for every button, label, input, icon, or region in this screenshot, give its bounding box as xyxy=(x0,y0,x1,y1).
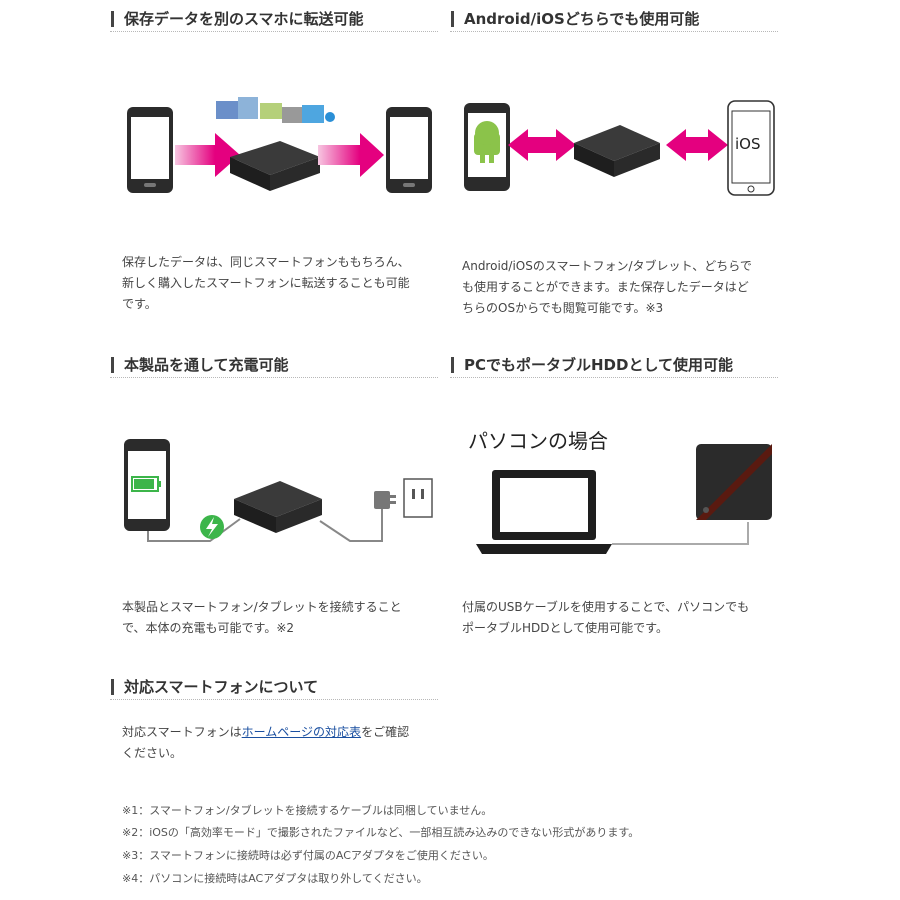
media-files-icon xyxy=(216,97,335,123)
pc-caption: パソコンの場合 xyxy=(468,429,608,453)
cable xyxy=(147,518,241,542)
phone-icon xyxy=(386,107,432,193)
transfer-illustration xyxy=(127,97,432,193)
footnote: ※4：パソコンに接続時はACアダプタは取り外してください。 xyxy=(122,872,428,885)
wall-outlet-icon xyxy=(403,478,433,518)
android-phone-icon xyxy=(464,103,510,191)
section-title: PCでもポータブルHDDとして使用可能 xyxy=(464,356,734,374)
usb-cable xyxy=(612,522,749,545)
section-heading-pc: PCでもポータブルHDDとして使用可能 xyxy=(450,356,778,378)
footnote: ※2：iOSの「高効率モード」で撮影されたファイルなど、一部相互読み込みのできな… xyxy=(122,826,640,839)
section-text: 保存したデータは、同じスマートフォンももちろん、 新しく購入したスマートフォンに… xyxy=(122,255,410,311)
hdd-device-icon xyxy=(234,481,322,533)
section-title: 対応スマートフォンについて xyxy=(124,678,319,696)
section-title: 本製品を通して充電可能 xyxy=(124,356,289,374)
compatibility-table-link[interactable]: ホームページの対応表 xyxy=(241,725,362,739)
section-title: 保存データを別のスマホに転送可能 xyxy=(124,10,364,28)
arrow-right-icon xyxy=(318,133,384,177)
footnote: ※3：スマートフォンに接続時は必ず付属のACアダプタをご使用ください。 xyxy=(122,849,494,862)
hdd-device-icon xyxy=(696,444,772,520)
iphone-icon xyxy=(727,100,775,196)
charging-illustration xyxy=(124,439,433,542)
cable xyxy=(319,507,383,542)
laptop-icon xyxy=(476,470,612,554)
phone-icon xyxy=(124,439,170,531)
section-text: 付属のUSBケーブルを使用することで、パソコンでも ポータブルHDDとして使用可… xyxy=(462,600,750,635)
section-heading-supported-phones: 対応スマートフォンについて xyxy=(110,678,438,700)
section-heading-compat: Android/iOSどちらでも使用可能 xyxy=(450,10,778,32)
pc-illustration xyxy=(476,444,772,554)
ac-plug-icon xyxy=(374,491,396,509)
arrow-right-icon xyxy=(175,133,240,177)
ios-label: iOS xyxy=(735,135,761,153)
hdd-device-icon xyxy=(230,141,320,191)
phone-icon xyxy=(127,107,173,193)
hdd-device-icon xyxy=(574,125,660,177)
section-title: Android/iOSどちらでも使用可能 xyxy=(464,10,700,28)
section-text: 対応スマートフォンはホームページの対応表をご確認 ください。 xyxy=(122,725,410,760)
android-ios-illustration xyxy=(464,100,775,196)
section-heading-transfer: 保存データを別のスマホに転送可能 xyxy=(110,10,438,32)
section-text: Android/iOSのスマートフォン/タブレット、どちらで も使用することがで… xyxy=(462,259,752,315)
double-arrow-icon xyxy=(508,129,576,161)
section-text: 本製品とスマートフォン/タブレットを接続すること で、本体の充電も可能です。※2 xyxy=(122,600,402,635)
double-arrow-icon xyxy=(666,129,728,161)
charge-bolt-icon xyxy=(200,515,224,539)
section-heading-charge: 本製品を通して充電可能 xyxy=(110,356,438,378)
footnote: ※1：スマートフォン/タブレットを接続するケーブルは同梱していません。 xyxy=(122,804,493,817)
